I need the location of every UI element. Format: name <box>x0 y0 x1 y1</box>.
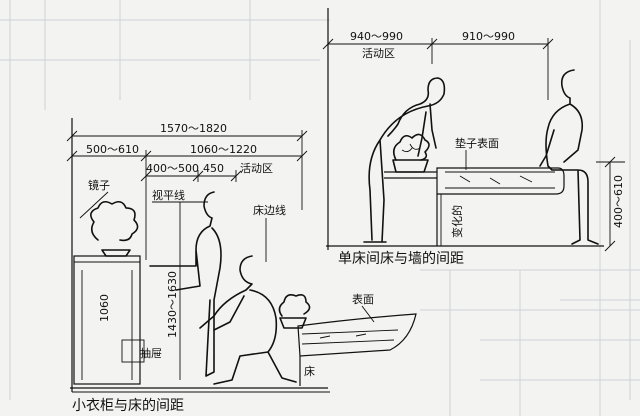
bed <box>384 167 565 246</box>
third-dimension <box>140 170 242 182</box>
leader-surface <box>361 305 375 323</box>
bed-left <box>297 313 417 386</box>
person-standing <box>149 191 222 377</box>
label-variable: 变化的 <box>450 205 464 238</box>
height-dimension <box>596 156 625 252</box>
dim-b: 1060～1220 <box>190 143 257 156</box>
caption-right: 单床间床与墙的间距 <box>338 251 464 267</box>
dim-eye-range: 1430～1630 <box>166 271 179 338</box>
caption-left: 小衣柜与床的间距 <box>72 398 184 414</box>
activity-dimension-top <box>322 38 554 100</box>
label-mattress-surface: 垫子表面 <box>455 136 499 150</box>
plant-right <box>392 133 430 173</box>
dim-activity-left: 940～990 <box>350 30 403 43</box>
label-sightline: 视平线 <box>152 188 185 202</box>
person-seated <box>539 69 599 245</box>
label-drawer: 抽屉 <box>140 346 162 360</box>
dim-height: 400～610 <box>612 175 625 228</box>
second-dimension <box>66 150 308 260</box>
label-surface: 表面 <box>352 292 374 306</box>
dim-activity-right: 910～990 <box>462 30 515 43</box>
label-activity-zone: 活动区 <box>240 162 273 175</box>
leader-mirror <box>79 191 109 219</box>
label-bed: 床 <box>304 364 315 378</box>
dim-a: 500～610 <box>86 143 139 156</box>
label-activity-left: 活动区 <box>362 47 395 60</box>
person-crouching <box>199 255 297 385</box>
bed-wall-scene: 940～990 活动区 910～990 垫子表面 变化的 400～610 <box>322 8 625 267</box>
label-mirror: 镜子 <box>88 178 110 192</box>
dim-c: 400～500 <box>146 162 199 175</box>
wardrobe <box>73 255 145 385</box>
dim-wardrobe-height: 1060 <box>98 294 111 322</box>
person-bending <box>363 77 446 243</box>
label-bed-edge: 床边线 <box>253 203 286 217</box>
dim-total: 1570～1820 <box>160 122 227 135</box>
plant-left <box>90 200 139 257</box>
plant-bed <box>278 294 311 329</box>
wardrobe-bed-scene: 1570～1820 500～610 1060～1220 400～500 450 … <box>66 118 417 414</box>
total-dimension <box>66 130 308 210</box>
dim-d: 450 <box>203 162 224 175</box>
